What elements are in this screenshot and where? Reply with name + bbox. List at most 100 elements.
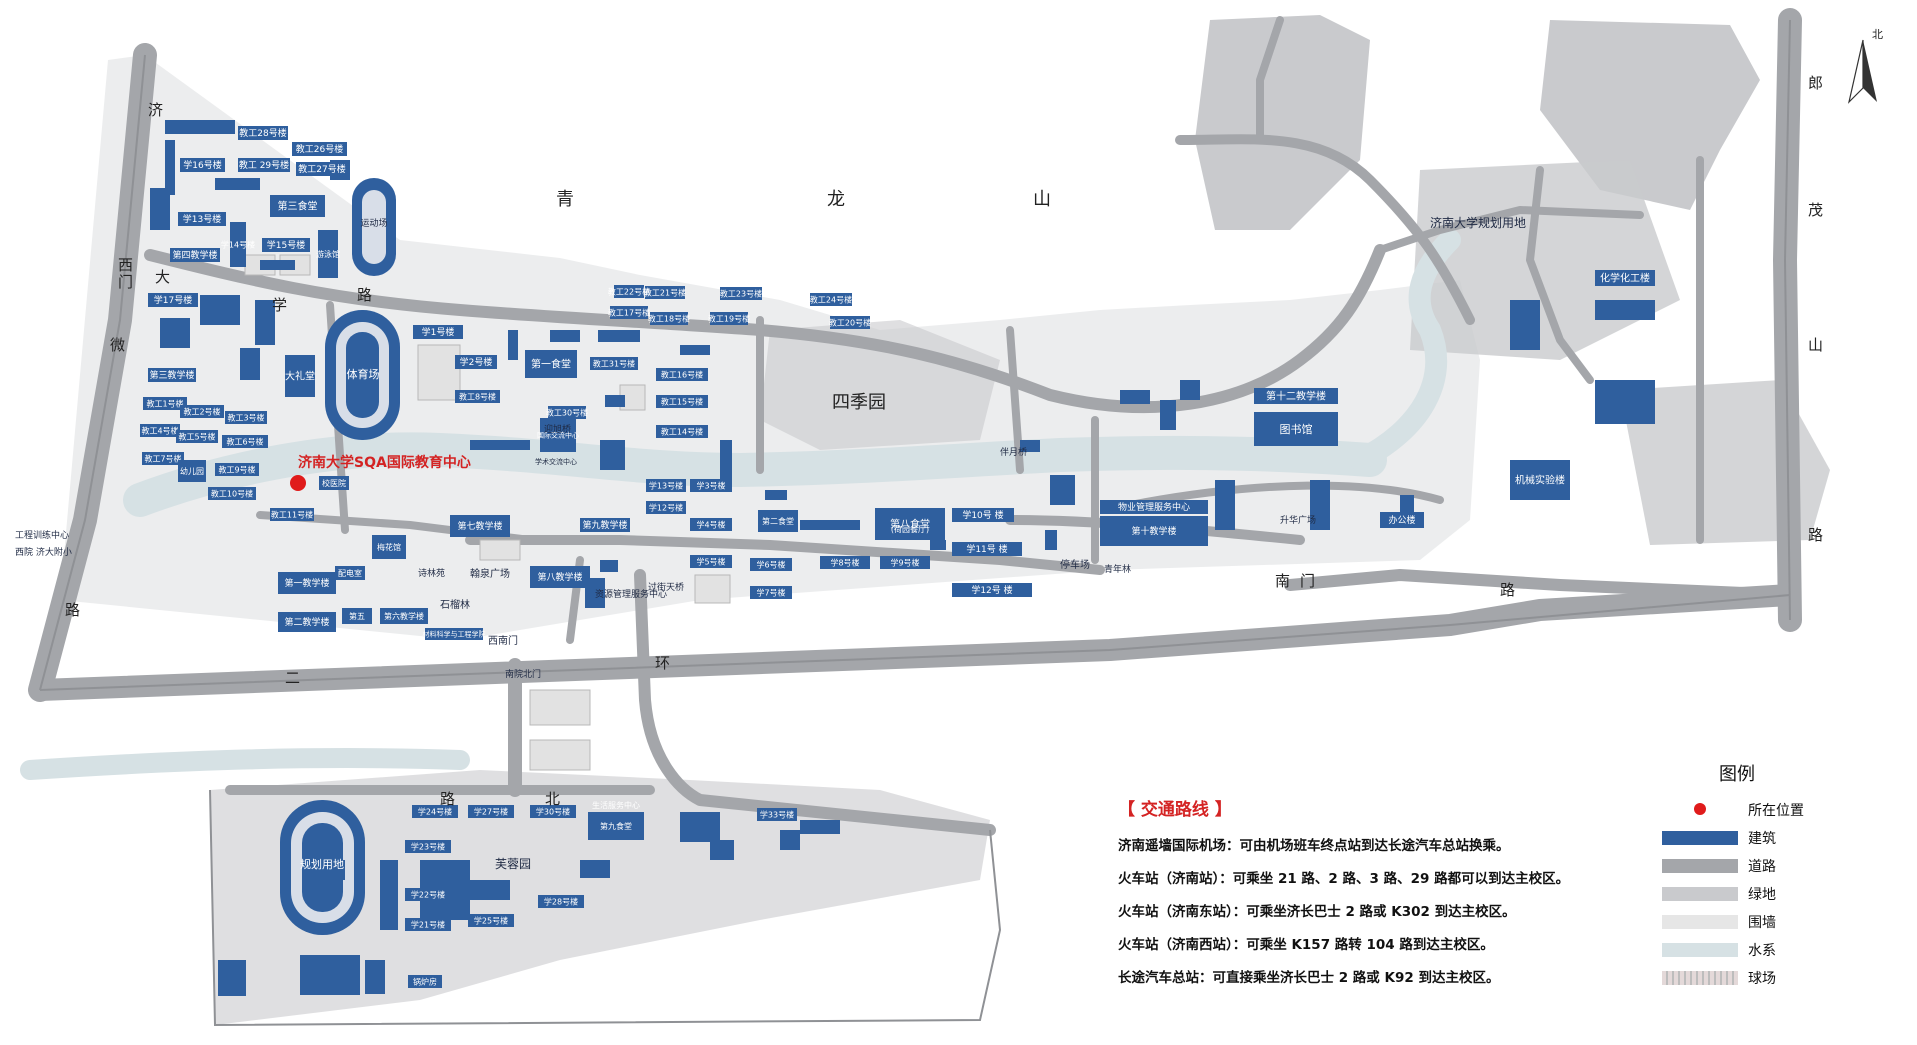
building-label: 校医院 <box>322 478 346 488</box>
building-jg27[interactable]: 教工27号楼 <box>296 162 348 176</box>
building-xue9[interactable]: 学9号楼 <box>880 556 930 569</box>
building-label: 学21号楼 <box>411 919 445 929</box>
building-jg4[interactable]: 教工4号楼 <box>140 424 180 437</box>
building-mech_lab[interactable]: 机械实验楼 <box>1510 460 1570 500</box>
building-label: 教工 29号楼 <box>239 159 289 171</box>
building-jg8[interactable]: 教工8号楼 <box>455 390 500 403</box>
building-block <box>365 960 385 994</box>
building-xue17[interactable]: 学17号楼 <box>148 293 198 307</box>
building-office[interactable]: 办公楼 <box>1380 512 1424 528</box>
building-label: 教工18号楼 <box>648 313 690 323</box>
building-xue30[interactable]: 学30号楼 <box>530 805 576 818</box>
building-xue21[interactable]: 学21号楼 <box>405 918 451 931</box>
building-xue16[interactable]: 学16号楼 <box>180 158 225 172</box>
building-xue4[interactable]: 学4号楼 <box>690 518 732 531</box>
building-teach12[interactable]: 第十二教学楼 <box>1254 388 1338 404</box>
building-jg19[interactable]: 教工19号楼 <box>708 312 750 325</box>
building-teach7[interactable]: 第七教学楼 <box>450 515 510 537</box>
building-lab_center[interactable]: 材料科学与工程学院 <box>423 628 486 640</box>
building-xue11[interactable]: 学11号 楼 <box>952 542 1022 556</box>
building-jg10[interactable]: 教工10号楼 <box>208 487 256 500</box>
building-xue13[interactable]: 学13号楼 <box>178 212 226 226</box>
building-canteen8[interactable]: 第八食堂 <box>875 508 945 540</box>
building-jg30[interactable]: 教工30号楼 <box>546 406 588 419</box>
building-jg21[interactable]: 教工21号楼 <box>644 286 686 299</box>
building-xue1[interactable]: 学1号楼 <box>413 325 463 339</box>
building-xue10[interactable]: 学10号 楼 <box>952 508 1014 522</box>
water-swatch <box>1662 943 1738 957</box>
building-jg5[interactable]: 教工5号楼 <box>176 430 218 443</box>
building-jg20[interactable]: 教工20号楼 <box>829 316 871 329</box>
building-property[interactable]: 物业管理服务中心 <box>1100 500 1208 514</box>
building-hospital[interactable]: 校医院 <box>319 476 349 490</box>
building-xue3[interactable]: 学3号楼 <box>690 479 732 492</box>
building-teach6[interactable]: 第六教学楼 <box>380 608 428 624</box>
building-label: 梅花馆 <box>377 542 401 552</box>
building-jg29[interactable]: 教工 29号楼 <box>238 158 290 172</box>
building-xue6[interactable]: 学6号楼 <box>750 558 792 571</box>
building-xue14[interactable]: 学14号楼 <box>221 222 255 267</box>
building-xue33[interactable]: 学33号楼 <box>757 808 797 821</box>
building-teach4[interactable]: 第四教学楼 <box>170 248 220 262</box>
building-label: 第四教学楼 <box>172 249 217 261</box>
building-xue13b[interactable]: 学13号楼 <box>646 479 686 492</box>
building-label: 第三教学楼 <box>149 369 194 381</box>
building-xue25[interactable]: 学25号楼 <box>468 914 514 927</box>
building-xue7[interactable]: 学7号楼 <box>750 586 792 599</box>
building-teach1[interactable]: 第一教学楼 <box>278 572 336 594</box>
building-xue27[interactable]: 学27号楼 <box>468 805 514 818</box>
building-teach5[interactable]: 第五 <box>342 608 372 624</box>
building-jg2[interactable]: 教工2号楼 <box>180 405 224 418</box>
building-jg7[interactable]: 教工7号楼 <box>142 452 184 465</box>
building-jg17[interactable]: 教工17号楼 <box>608 306 650 319</box>
building-xue15[interactable]: 学15号楼 <box>262 238 310 252</box>
building-teach9[interactable]: 第九教学楼 <box>580 518 630 532</box>
building-jg1[interactable]: 教工1号楼 <box>143 397 187 410</box>
building-jg16[interactable]: 教工16号楼 <box>656 368 708 381</box>
building-teach3[interactable]: 第三教学楼 <box>148 368 196 382</box>
building-jg18[interactable]: 教工18号楼 <box>648 312 690 325</box>
building-jg14[interactable]: 教工14号楼 <box>656 425 708 438</box>
building-canteen1[interactable]: 第一食堂 <box>525 350 577 378</box>
building-xue23[interactable]: 学23号楼 <box>405 840 451 853</box>
building-xue12b[interactable]: 学12号楼 <box>646 501 686 514</box>
building-block <box>380 860 398 930</box>
building-auditorium[interactable]: 大礼堂 <box>285 355 315 397</box>
building-meihua[interactable]: 梅花馆 <box>372 535 406 559</box>
building-jg9[interactable]: 教工9号楼 <box>215 463 259 476</box>
building-canteen3[interactable]: 第三食堂 <box>270 195 325 217</box>
building-jg28[interactable]: 教工28号楼 <box>238 126 288 140</box>
location-marker[interactable] <box>290 475 306 491</box>
building-jg3[interactable]: 教工3号楼 <box>225 411 267 424</box>
building-label: 教工27号楼 <box>298 163 345 175</box>
building-boiler[interactable]: 锅炉房 <box>408 975 442 988</box>
building-jg26[interactable]: 教工26号楼 <box>292 142 347 156</box>
building-teach8[interactable]: 第八教学楼 <box>530 566 590 588</box>
building-teach2[interactable]: 第二教学楼 <box>278 612 336 632</box>
building-xue8[interactable]: 学8号楼 <box>820 556 870 569</box>
building-jg24[interactable]: 教工24号楼 <box>810 293 852 306</box>
building-xue28[interactable]: 学28号楼 <box>538 895 584 908</box>
building-chem[interactable]: 化学化工楼 <box>1595 270 1655 286</box>
building-jiaoxue_center[interactable]: 国际交流中心 <box>537 418 579 452</box>
building-label: 化学化工楼 <box>1600 272 1650 285</box>
building-xue24[interactable]: 学24号楼 <box>412 805 458 818</box>
building-canteen9[interactable]: 第九食堂 <box>588 812 644 840</box>
building-jg31[interactable]: 教工31号楼 <box>590 357 638 370</box>
building-jg22[interactable]: 教工22号楼 <box>608 285 650 298</box>
building-xue5[interactable]: 学5号楼 <box>690 555 732 568</box>
building-jg11[interactable]: 教工11号楼 <box>270 508 314 521</box>
building-xue2[interactable]: 学2号楼 <box>455 355 497 369</box>
building-power[interactable]: 配电室 <box>335 566 365 580</box>
building-teach10[interactable]: 第十教学楼 <box>1100 516 1208 546</box>
building-label: 教工16号楼 <box>661 369 703 379</box>
building-canteen2[interactable]: 第二食堂 <box>758 510 798 532</box>
building-library[interactable]: 图书馆 <box>1254 412 1338 446</box>
building-jg6[interactable]: 教工6号楼 <box>222 435 268 448</box>
building-jg23[interactable]: 教工23号楼 <box>720 287 762 300</box>
building-jg15[interactable]: 教工15号楼 <box>656 395 708 408</box>
building-kindergarten[interactable]: 幼儿园 <box>178 460 206 482</box>
building-xue12[interactable]: 学12号 楼 <box>952 583 1032 597</box>
building-natatorium[interactable]: 游泳馆 <box>316 230 340 278</box>
building-xue22[interactable]: 学22号楼 <box>405 888 451 901</box>
